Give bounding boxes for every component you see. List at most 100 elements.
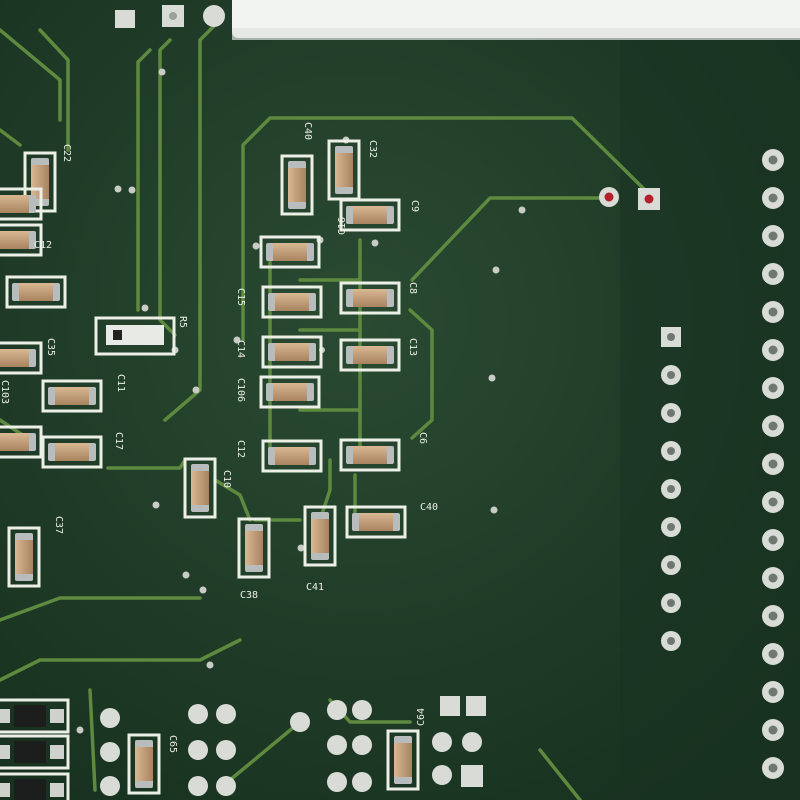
header-pin-hole	[667, 523, 675, 531]
capacitor-body	[335, 153, 353, 187]
capacitor-body	[353, 446, 387, 464]
header-pin-hole	[667, 485, 675, 493]
capacitor-outline	[386, 729, 420, 791]
through-hole-pad	[188, 704, 208, 724]
via	[192, 386, 200, 394]
through-hole-pad	[100, 776, 120, 796]
via	[76, 726, 84, 734]
label-c22: C22	[61, 144, 72, 162]
capacitor-outline	[0, 341, 43, 375]
capacitor-body	[55, 387, 89, 405]
header-pin-hole	[768, 421, 778, 431]
ic-lead	[0, 709, 10, 723]
capacitor-body	[353, 206, 387, 224]
through-hole-pad	[352, 735, 372, 755]
header-pin-hole	[768, 231, 778, 241]
header-pin-hole	[768, 573, 778, 583]
through-hole-pad	[216, 704, 236, 724]
label-c106: C106	[235, 378, 246, 402]
capacitor-body	[135, 747, 153, 781]
ic-lead	[50, 783, 64, 797]
capacitor-body	[245, 531, 263, 565]
bottom-through-holes	[100, 696, 486, 796]
capacitor-body	[15, 540, 33, 574]
capacitor-body	[0, 349, 29, 367]
via	[141, 304, 149, 312]
header-pins-outer	[762, 149, 784, 779]
through-hole-pad-square	[461, 765, 483, 787]
silkscreen-labels: C40 C32 C9 C16 C15 C8 C14 C13 C106 C12 C…	[0, 122, 438, 753]
header-pin-hole	[667, 561, 675, 569]
resistor-outline	[94, 316, 176, 356]
ic-body	[14, 779, 46, 800]
header-pin-hole	[768, 763, 778, 773]
capacitor-outline	[339, 281, 401, 315]
capacitor-body	[359, 513, 393, 531]
header-pin-hole	[768, 269, 778, 279]
pad-round	[203, 5, 225, 27]
label-c13: C13	[407, 338, 418, 356]
label-c6: C6	[417, 432, 428, 444]
capacitor-body	[275, 447, 309, 465]
capacitor-outline	[183, 457, 217, 519]
capacitor-body	[273, 243, 307, 261]
label-c11: C11	[115, 374, 126, 392]
through-hole-pad	[432, 732, 452, 752]
label-c14: C14	[235, 340, 246, 358]
top-pads	[115, 5, 225, 28]
capacitor-outline	[280, 154, 314, 216]
through-hole-pad	[188, 776, 208, 796]
ic-body	[14, 705, 46, 727]
capacitor-body	[275, 343, 309, 361]
label-c17: C17	[113, 432, 124, 450]
header-pin-hole	[667, 447, 675, 455]
capacitor-outline	[0, 425, 43, 459]
ic-outline	[0, 734, 70, 770]
through-hole-pad	[327, 772, 347, 792]
capacitor-outline	[259, 375, 321, 409]
label-c38: C38	[240, 590, 258, 601]
capacitor-outline	[0, 187, 43, 221]
via	[114, 185, 122, 193]
through-hole-pad	[100, 742, 120, 762]
header-pin-hole	[768, 497, 778, 507]
label-c16: C16	[337, 217, 348, 235]
through-hole-pad	[432, 765, 452, 785]
capacitor-body	[273, 383, 307, 401]
header-pin-hole	[768, 155, 778, 165]
ic-lead	[50, 709, 64, 723]
capacitor-outline	[261, 335, 323, 369]
header-pin-hole	[768, 725, 778, 735]
copper-traces	[0, 23, 647, 800]
via	[199, 586, 207, 594]
capacitor-outline	[303, 505, 337, 567]
header-pin-hole	[768, 193, 778, 203]
via	[233, 336, 241, 344]
capacitor-outline	[0, 223, 43, 257]
capacitor-outline	[127, 733, 161, 795]
through-hole-pad	[290, 712, 310, 732]
capacitor-body	[191, 471, 209, 505]
through-hole-pad	[188, 740, 208, 760]
capacitor-outline	[261, 439, 323, 473]
via	[297, 544, 305, 552]
capacitor-body	[288, 168, 306, 202]
sticker-shadow	[232, 28, 800, 40]
header-pin-hole	[667, 599, 675, 607]
red-test-pads	[599, 187, 660, 210]
components	[0, 139, 420, 800]
through-hole-pad	[352, 700, 372, 720]
test-pad-center	[644, 194, 654, 204]
label-c10: C10	[221, 470, 232, 488]
through-hole-pad	[216, 740, 236, 760]
header-pin-hole	[768, 649, 778, 659]
label-c32: C32	[367, 140, 378, 158]
ic-outline	[0, 698, 70, 734]
through-hole-pad	[352, 772, 372, 792]
header-pin-hole	[768, 345, 778, 355]
header-pin-hole	[768, 307, 778, 317]
label-r5: R5	[177, 316, 188, 328]
capacitor-body	[0, 433, 29, 451]
